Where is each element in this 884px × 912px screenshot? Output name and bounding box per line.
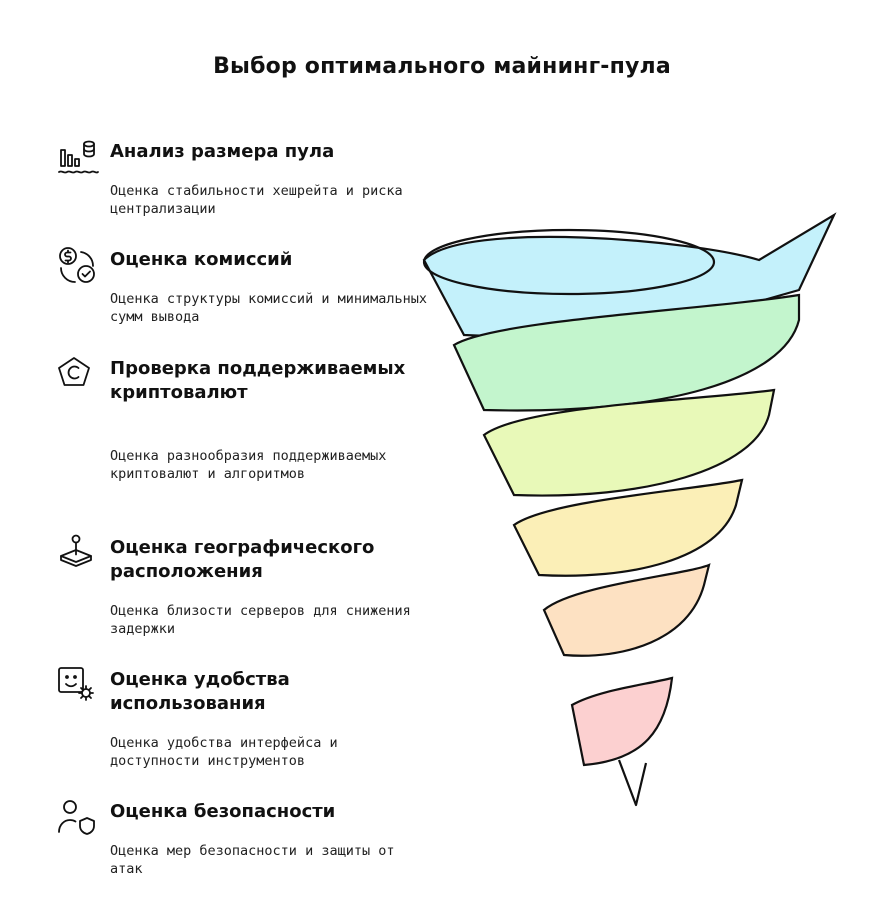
item-description: Оценка близости серверов для снижения за… — [110, 603, 411, 637]
page-title: Выбор оптимального майнинг-пула — [213, 54, 671, 79]
item-heading: Анализ размера пула — [110, 141, 335, 162]
pool-size-chart-icon — [56, 138, 100, 182]
user-shield-icon — [56, 798, 100, 842]
item-description: Оценка мер безопасности и защиты от атак — [110, 843, 395, 877]
item-description: Оценка структуры комиссий и минимальных … — [110, 291, 427, 325]
item-geography: Оценка географического расположения Оцен… — [56, 534, 436, 644]
location-pin-icon — [56, 534, 100, 578]
item-heading: Оценка географического расположения — [110, 537, 375, 582]
item-pool-size: Анализ размера пула Оценка стабильности … — [56, 138, 436, 228]
spiral-band-4 — [512, 478, 744, 577]
spiral-funnel — [422, 212, 837, 807]
item-heading: Оценка безопасности — [110, 801, 336, 822]
item-heading: Оценка комиссий — [110, 249, 293, 270]
item-description: Оценка разнообразия поддерживаемых крипт… — [110, 448, 387, 482]
item-cryptocurrencies: Проверка поддерживаемых криптовалют Оцен… — [56, 355, 436, 505]
item-heading: Оценка удобства использования — [110, 669, 290, 714]
item-fees: Оценка комиссий Оценка структуры комисси… — [56, 246, 436, 336]
fee-coin-check-icon — [56, 246, 100, 290]
item-description: Оценка удобства интерфейса и доступности… — [110, 735, 338, 769]
crypto-pentagon-icon — [56, 355, 100, 399]
spiral-band-3 — [482, 388, 776, 497]
item-heading: Проверка поддерживаемых криптовалют — [110, 358, 406, 403]
item-description: Оценка стабильности хешрейта и риска цен… — [110, 183, 403, 217]
item-usability: Оценка удобства использования Оценка удо… — [56, 666, 436, 776]
usability-gear-icon — [56, 666, 100, 710]
spiral-band-5 — [542, 563, 711, 657]
spiral-band-6 — [570, 676, 674, 767]
spiral-tip — [617, 759, 648, 807]
item-security: Оценка безопасности Оценка мер безопасно… — [56, 798, 436, 888]
